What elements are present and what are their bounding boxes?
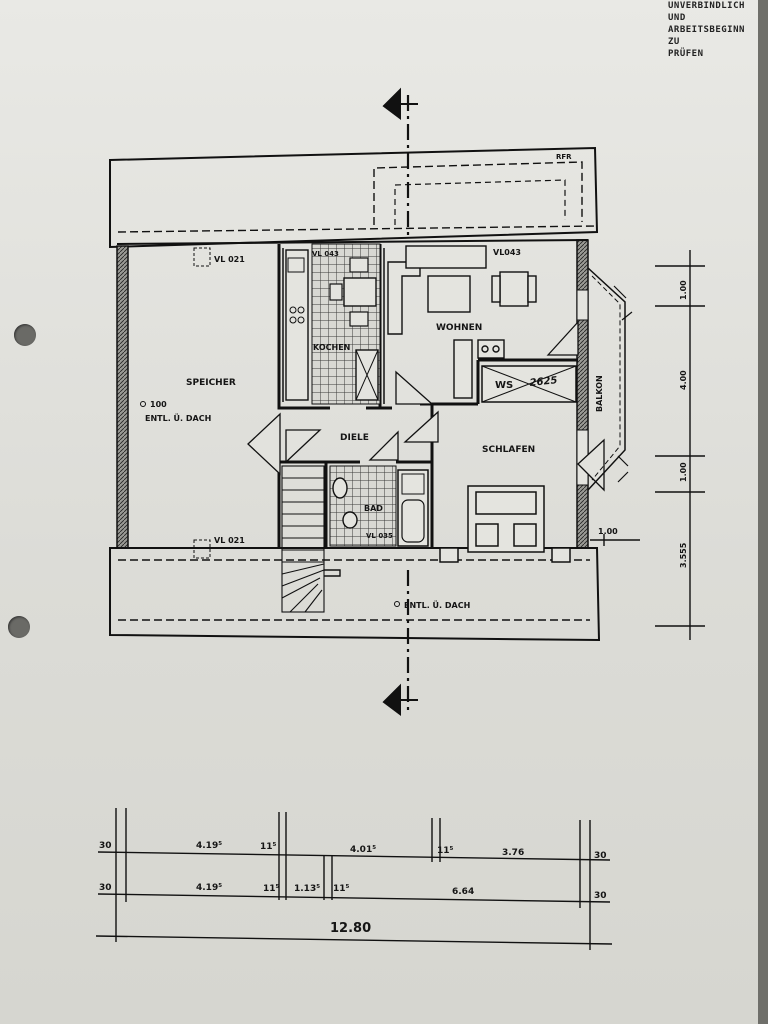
dim-label: 3.76 [502,848,524,858]
vent-icon [394,601,400,607]
dim-label: 30 [594,851,607,861]
header-note-line: PRÜFEN [668,49,704,59]
dim-label: 1.13⁵ [294,884,320,894]
room-labels: SPEICHER WOHNEN KOCHEN DIELE SCHLAFEN BA… [186,323,604,513]
dim-label: 4.19⁵ [196,883,222,893]
dim-label: 11⁵ [260,842,277,852]
room-label-bad: BAD [364,504,383,513]
dim-label: 11⁵ [333,884,350,894]
bottom-dimension-labels: 30 4.19⁵ 11⁵ 4.01⁵ 11⁵ 3.76 30 30 4.19⁵ … [99,841,607,936]
vent-note-bottom: ENTL. Ü. DACH [404,600,470,610]
header-note-line: ARBEITSBEGINN ZU [668,25,745,47]
section-marker-top [382,87,418,240]
room-label-balkon: BALKON [595,375,604,412]
vent-label-vl043-right: VL043 [493,248,521,257]
rfr-label: RFR [556,153,572,161]
dim-label: 1.00 [679,280,688,300]
header-note: UNVERBINDLICH UND ARBEITSBEGINN ZU PRÜFE… [668,0,758,60]
kitchen [285,243,381,405]
dimension-lines-bottom [95,808,613,950]
handwritten-note: 2625 [529,375,558,389]
dim-label: 3.555 [679,542,688,568]
dim-label: 1.00 [598,527,618,536]
dim-label: 4.00 [679,370,688,390]
exterior-walls [116,239,589,549]
dim-label: 1.00 [679,462,688,482]
pipe-label: 100 [150,400,167,409]
room-label-speicher: SPEICHER [186,378,236,388]
vent-label-vl035: VL 035 [366,532,393,540]
room-label-schlafen: SCHLAFEN [482,445,535,455]
vent-label-vl043-left: VL 043 [312,250,339,258]
vent-label-vl021-bottom: VL 021 [214,536,245,545]
vent-note-speicher: ENTL. Ü. DACH [145,413,211,423]
door-openings [247,320,605,492]
room-label-wohnen: WOHNEN [436,323,482,333]
bathroom [329,465,429,547]
punch-hole [14,324,36,346]
dim-label: 4.01⁵ [350,845,376,855]
punch-hole [8,616,30,638]
pipe-icon [140,401,146,407]
dim-label: 30 [99,883,112,893]
vent-label-vl021-top: VL 021 [214,255,245,264]
dim-label: 11⁵ [263,884,280,894]
room-label-diele: DIELE [340,433,369,443]
balcony [587,267,633,491]
dim-label: 11⁵ [437,846,454,856]
staircase [281,465,341,613]
annotation-labels: VL 021 VL 021 VL 043 VL043 VL 035 RFR 10… [140,153,572,610]
dim-label: 6.64 [452,887,474,897]
right-dimension-labels: 1.00 4.00 1.00 1.00 3.555 [598,280,688,568]
dimension-line-right [590,250,705,640]
bedroom-furniture [439,485,571,563]
living-room-furniture [387,245,537,399]
roof-outline [109,146,601,642]
section-marker-bottom [382,570,418,716]
dim-label: 4.19⁵ [196,841,222,851]
header-note-line: UNVERBINDLICH UND [668,1,745,23]
room-label-ws: WS [495,380,513,391]
wardrobe [481,365,577,403]
total-width-label: 12.80 [330,921,371,936]
dim-label: 30 [99,841,112,851]
dim-label: 30 [594,891,607,901]
room-label-kochen: KOCHEN [313,343,350,352]
